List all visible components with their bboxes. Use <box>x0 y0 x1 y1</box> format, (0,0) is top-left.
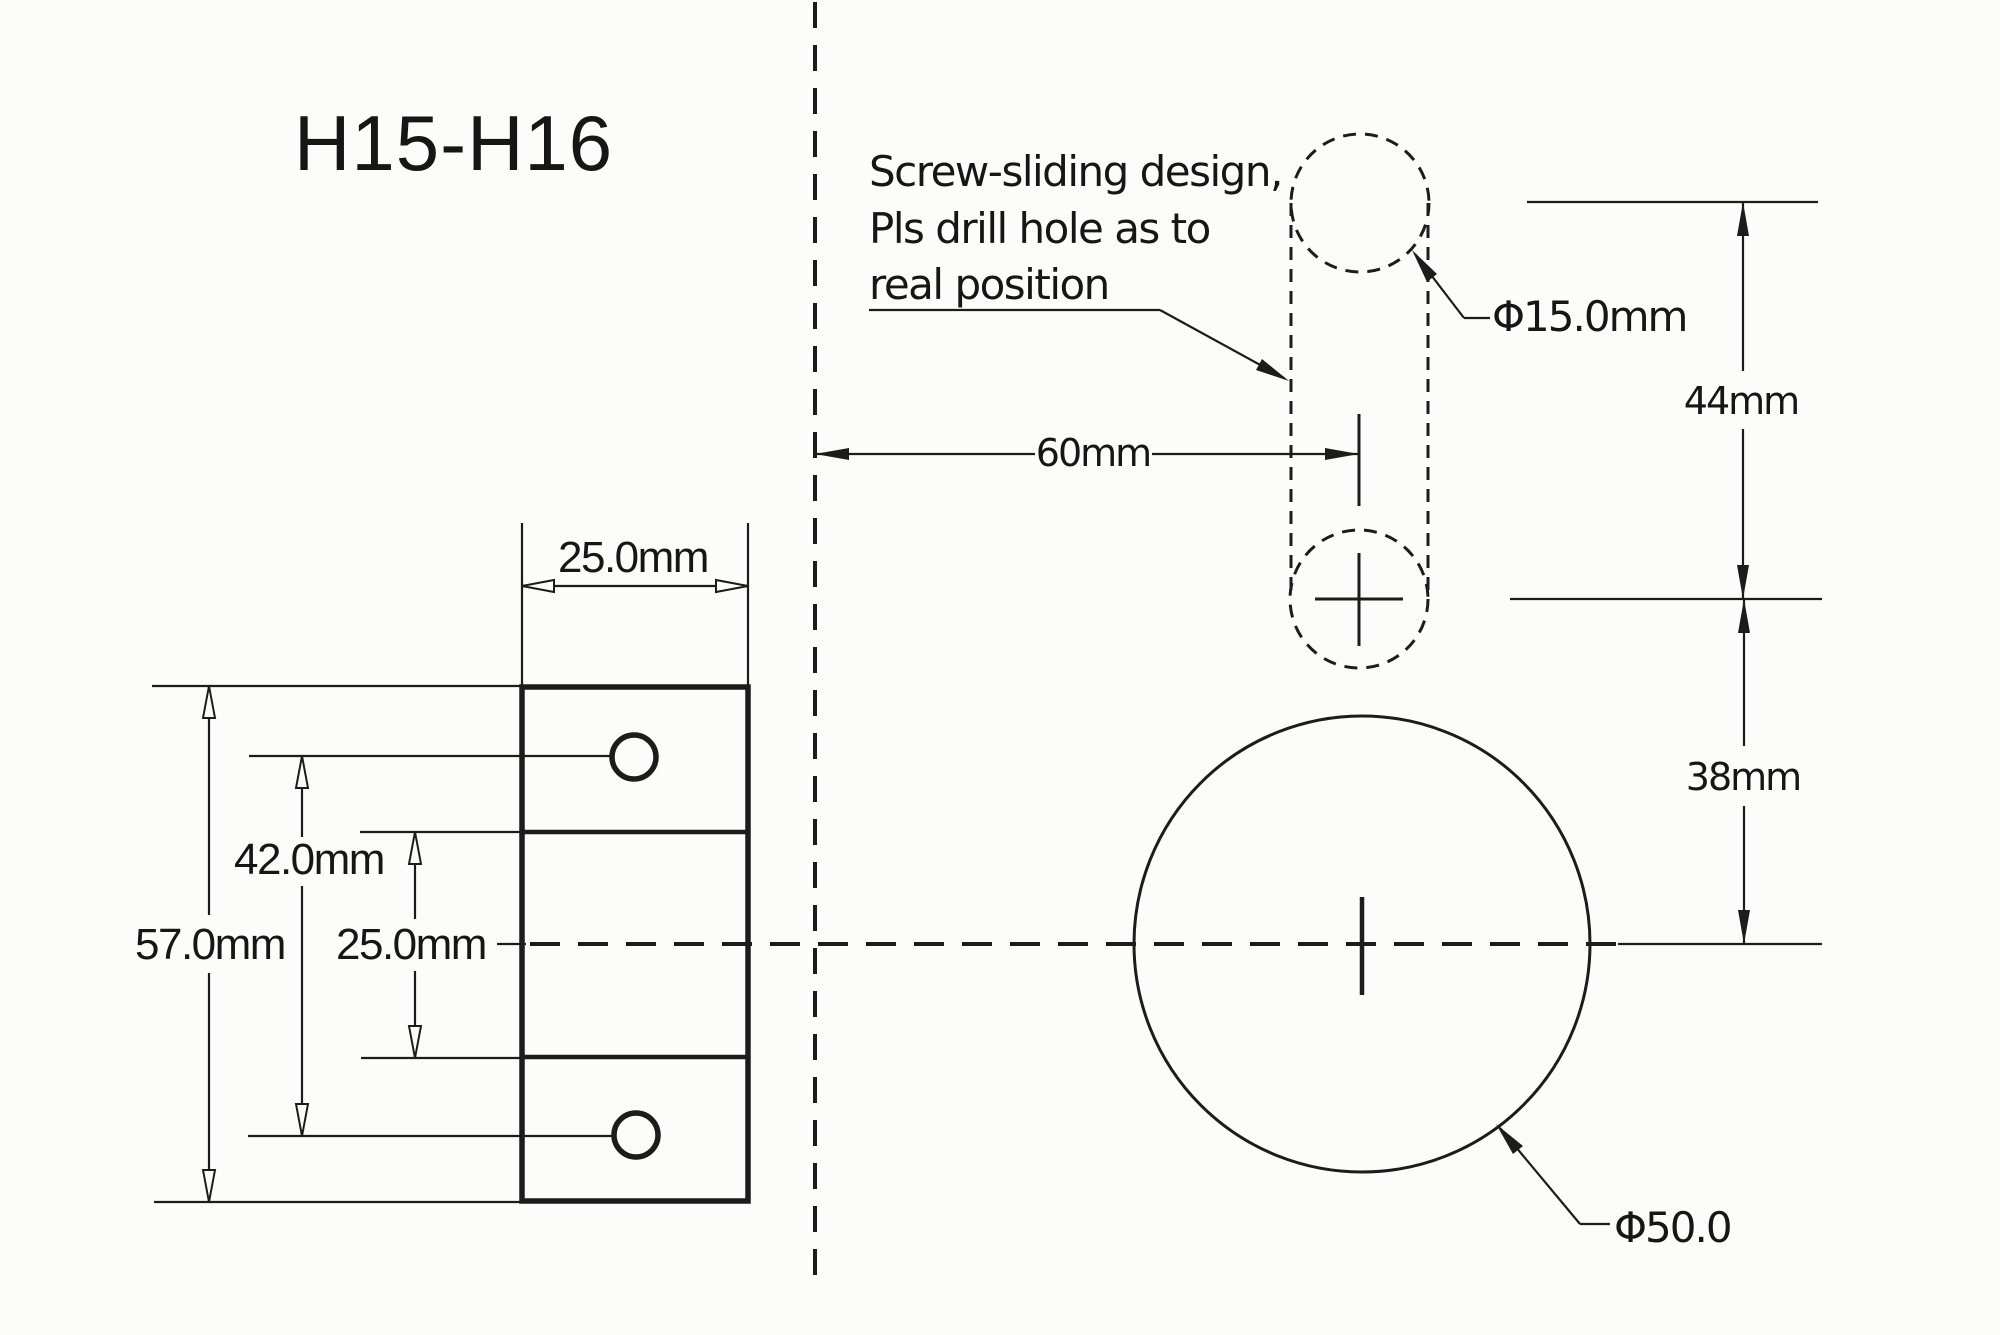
note-line-3: real position <box>869 260 1109 309</box>
right-extension-lines <box>1510 200 1822 601</box>
plate-outline <box>519 684 751 1204</box>
slot-bottom-circle <box>1288 528 1430 670</box>
left-extension-lines <box>152 523 750 1204</box>
slot-diameter-leader: Φ15.0mm <box>1412 250 1688 341</box>
slot-outline <box>1288 132 1431 670</box>
plate-hole-bottom <box>611 1110 661 1160</box>
drawing-title: H15-H16 <box>294 99 613 187</box>
slot-top-circle <box>1289 132 1431 274</box>
main-circle-outline <box>1132 714 1592 1174</box>
plate-height-label: 57.0mm <box>135 920 285 969</box>
hole-spacing-label: 42.0mm <box>234 835 384 884</box>
dimension-horizontal-offset: 60mm <box>815 431 1359 475</box>
note-text: Screw-sliding design, Pls drill hole as … <box>869 147 1283 309</box>
dimension-vertical-offset: 38mm <box>1686 599 1802 944</box>
dimension-plate-height: 57.0mm <box>135 685 286 1203</box>
dimension-plate-width: 25.0mm <box>521 533 749 594</box>
dimension-slot-span: 44mm <box>1684 202 1800 599</box>
vertical-offset-label: 38mm <box>1686 755 1800 799</box>
slot-hole-diameter-label: Φ15.0mm <box>1492 292 1686 341</box>
dimension-middle-section: 25.0mm <box>336 831 487 1059</box>
note-line-1: Screw-sliding design, <box>869 147 1282 196</box>
main-circle <box>1132 714 1592 1174</box>
middle-section-label: 25.0mm <box>336 920 486 969</box>
horizontal-offset-label: 60mm <box>1036 431 1150 475</box>
main-circle-diameter-label: Φ50.0 <box>1614 1203 1731 1252</box>
dimension-hole-spacing: 42.0mm <box>234 755 385 1137</box>
plate-hole-top <box>609 732 659 782</box>
note-leader <box>869 308 1289 381</box>
plate-width-label: 25.0mm <box>558 533 708 582</box>
slot-span-label: 44mm <box>1684 379 1798 423</box>
side-plate-view <box>519 684 751 1204</box>
note-line-2: Pls drill hole as to <box>869 204 1210 253</box>
main-diameter-leader: Φ50.0 <box>1496 1124 1733 1252</box>
